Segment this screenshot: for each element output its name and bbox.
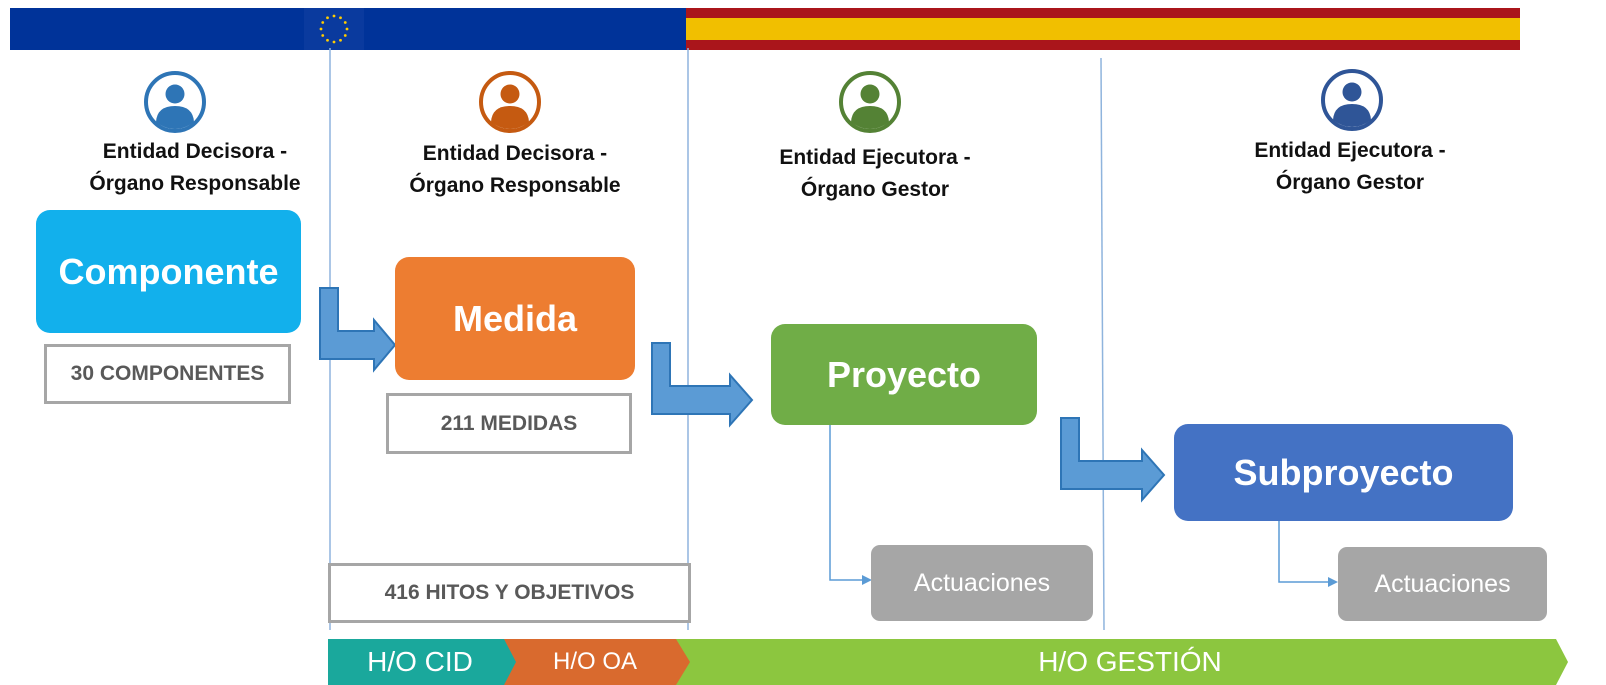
eu-star-icon: [321, 34, 325, 37]
spain-flag-bottom-stripe: [686, 40, 1520, 50]
count-hitos-objetivos: 416 HITOS Y OBJETIVOS: [328, 563, 691, 623]
user-circle-icon: [478, 70, 542, 139]
stage-proyecto: Proyecto: [771, 324, 1037, 425]
bottom-band: [328, 639, 1568, 685]
band-gestion: [672, 639, 1568, 685]
eu-star-icon: [345, 27, 349, 31]
role-line-1: Entidad Decisora -: [102, 140, 288, 163]
eu-star-icon: [326, 16, 329, 20]
role-label: Entidad Decisora - Órgano Responsable: [40, 136, 350, 200]
band-label-gestion: H/O GESTIÓN: [1038, 646, 1222, 677]
actuaciones-connector: [829, 424, 864, 581]
flow-arrow: [1060, 417, 1166, 503]
user-circle-icon: [1320, 68, 1384, 137]
eu-stars-icon: [319, 14, 349, 44]
actuaciones-box: Actuaciones: [871, 545, 1093, 621]
count-componentes: 30 COMPONENTES: [44, 344, 291, 404]
role-label: Entidad Decisora - Órgano Responsable: [360, 138, 670, 202]
role-line-2: Órgano Responsable: [89, 172, 301, 195]
flow-arrow: [319, 287, 397, 373]
spain-flag: [686, 8, 1520, 50]
role-line-2: Órgano Responsable: [409, 174, 621, 197]
eu-star-icon: [332, 14, 336, 18]
eu-star-icon: [343, 34, 347, 37]
role-line-1: Entidad Ejecutora -: [1254, 139, 1446, 162]
column-divider: [1100, 57, 1105, 631]
user-circle-icon: [143, 70, 207, 139]
band-cid: [328, 639, 516, 685]
user-circle-icon: [838, 70, 902, 139]
eu-star-icon: [339, 38, 342, 42]
role-line-1: Entidad Ejecutora -: [779, 146, 971, 169]
role-label: Entidad Ejecutora - Órgano Gestor: [1195, 135, 1505, 199]
flow-arrow: [651, 342, 754, 428]
stage-medida: Medida: [395, 257, 635, 380]
eu-star-icon: [326, 38, 329, 42]
eu-star-icon: [319, 27, 323, 31]
eu-flag-emblem: [304, 8, 364, 50]
eu-star-icon: [321, 21, 325, 24]
actuaciones-box: Actuaciones: [1338, 547, 1547, 621]
band-label-oa: H/O OA: [552, 648, 637, 675]
role-line-2: Órgano Gestor: [800, 178, 950, 201]
stage-subproyecto: Subproyecto: [1174, 424, 1513, 521]
arrowhead-icon: [862, 575, 872, 585]
eu-star-icon: [343, 21, 347, 24]
eu-star-icon: [339, 16, 342, 20]
stage-componente: Componente: [36, 210, 301, 333]
count-medidas: 211 MEDIDAS: [386, 393, 632, 454]
spain-flag-top-stripe: [686, 8, 1520, 18]
band-oa: [498, 639, 690, 685]
role-line-1: Entidad Decisora -: [422, 142, 608, 165]
eu-star-icon: [332, 40, 336, 44]
spain-flag-middle-stripe: [686, 18, 1520, 40]
actuaciones-connector: [1278, 521, 1330, 583]
arrowhead-icon: [1328, 577, 1338, 587]
role-label: Entidad Ejecutora - Órgano Gestor: [720, 142, 1030, 206]
role-line-2: Órgano Gestor: [1275, 171, 1425, 194]
band-label-cid: H/O CID: [367, 646, 473, 677]
